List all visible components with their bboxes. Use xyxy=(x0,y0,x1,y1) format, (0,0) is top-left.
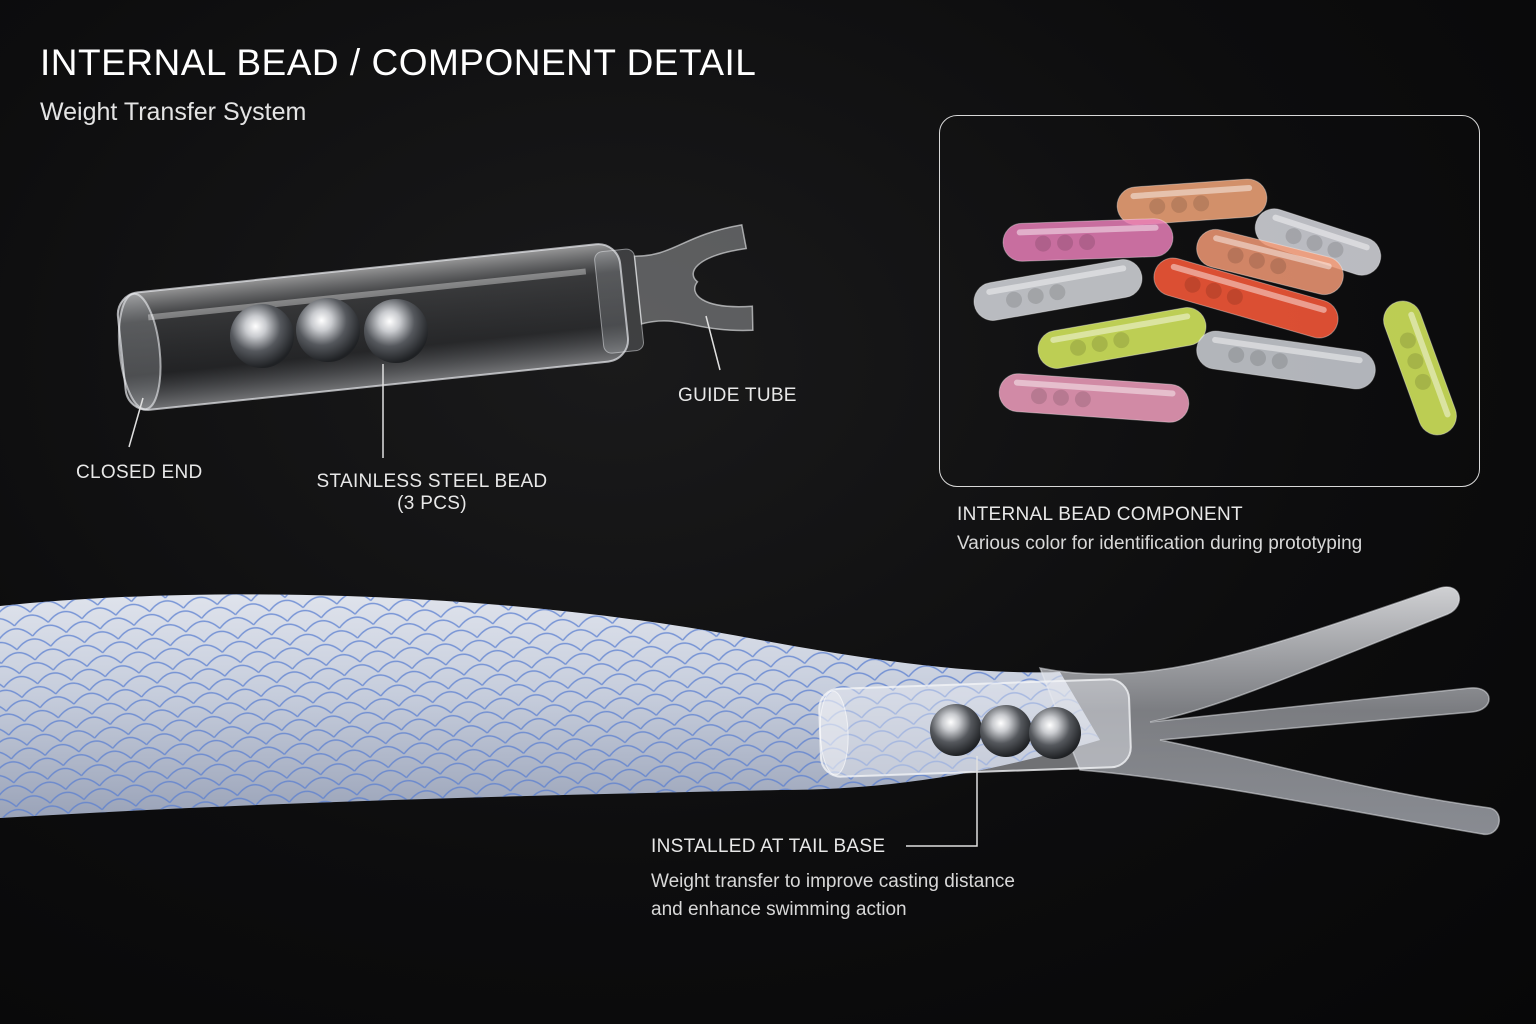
guide-tube-label: GUIDE TUBE xyxy=(678,385,797,406)
steel-bead-label-line2: (3 PCS) xyxy=(397,493,467,514)
installation-description-line1: Weight transfer to improve casting dista… xyxy=(651,871,1015,892)
installation-leader xyxy=(906,756,978,847)
bead-capsule xyxy=(973,259,1143,321)
bead-capsule xyxy=(1196,330,1376,390)
guide-tube-leader xyxy=(705,315,721,371)
bead-tube-closeup xyxy=(116,224,754,458)
page-title: INTERNAL BEAD / COMPONENT DETAIL xyxy=(40,42,757,83)
bead-capsule xyxy=(1116,178,1268,226)
bead-capsule xyxy=(1153,257,1339,339)
steel-bead-1 xyxy=(230,304,294,368)
steel-bead-2 xyxy=(296,298,360,362)
installed-bead-3 xyxy=(1029,707,1081,759)
closed-end-label: CLOSED END xyxy=(76,462,203,483)
installation-label: INSTALLED AT TAIL BASE xyxy=(651,836,886,857)
closed-end-leader xyxy=(128,397,144,448)
steel-bead-label: STAINLESS STEEL BEAD (3 PCS) xyxy=(316,471,548,515)
inset-frame xyxy=(939,115,1480,487)
bead-capsule xyxy=(998,373,1190,423)
bead-component-collection xyxy=(973,178,1457,436)
bead-capsule xyxy=(1254,208,1382,276)
bead-component-label: INTERNAL BEAD COMPONENT xyxy=(957,504,1243,525)
installation-description: Weight transfer to improve casting dista… xyxy=(651,868,1015,924)
bead-capsule xyxy=(1037,307,1207,369)
installation-description-line2: and enhance swimming action xyxy=(651,899,907,920)
bead-component-description: Various color for identification during … xyxy=(957,533,1363,554)
lure-body xyxy=(0,586,1500,847)
page-subtitle: Weight Transfer System xyxy=(40,98,307,126)
bead-capsule xyxy=(1383,300,1457,436)
bead-capsule xyxy=(1196,228,1344,296)
installed-bead-1 xyxy=(930,704,982,756)
installed-bead-2 xyxy=(980,705,1032,757)
steel-bead-3 xyxy=(364,299,428,363)
bead-capsule xyxy=(1002,218,1174,262)
steel-bead-label-line1: STAINLESS STEEL BEAD xyxy=(316,471,548,492)
